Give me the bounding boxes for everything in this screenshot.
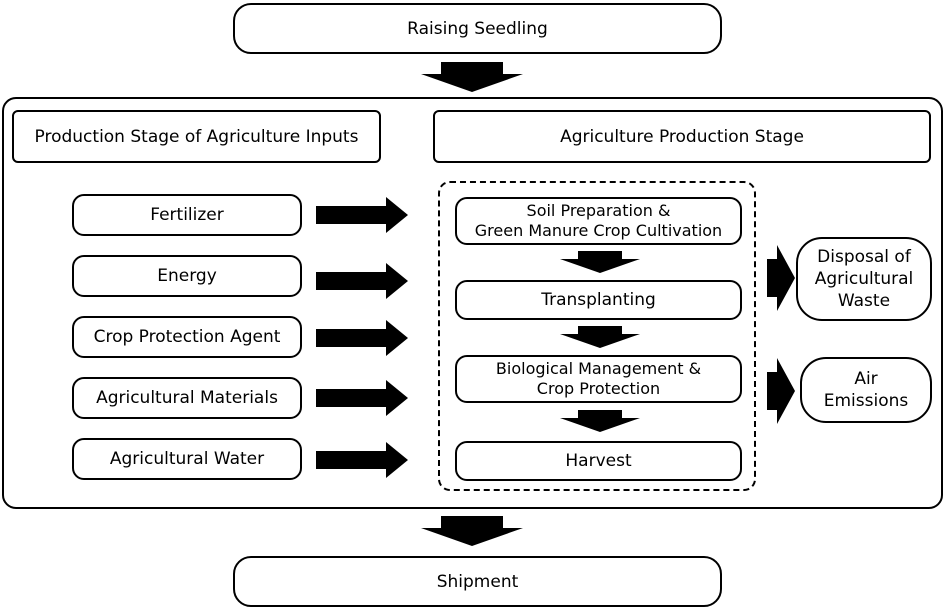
right-arrow-4-icon	[316, 380, 408, 416]
input-label: Crop Protection Agent	[93, 327, 281, 347]
input-label: Agricultural Water	[109, 449, 265, 469]
shipment-label: Shipment	[436, 571, 519, 592]
right-arrow-2-icon	[316, 263, 408, 299]
input-label: Fertilizer	[150, 205, 224, 225]
input-agricultural-materials-box: Agricultural Materials	[72, 377, 302, 419]
step-transplanting-box: Transplanting	[455, 280, 742, 320]
down-arrow-step-2-icon	[560, 326, 640, 348]
process-steps-group	[438, 181, 756, 491]
down-arrow-top-icon	[421, 62, 523, 92]
left-header-label: Production Stage of Agriculture Inputs	[34, 126, 359, 147]
output-air-emissions-box: Air Emissions	[800, 357, 932, 423]
step-label: Transplanting	[541, 290, 656, 310]
down-arrow-step-3-icon	[560, 410, 640, 432]
right-header-label: Agriculture Production Stage	[560, 126, 804, 147]
output-label: Disposal of Agricultural Waste	[814, 247, 914, 311]
down-arrow-step-1-icon	[560, 251, 640, 273]
right-arrow-5-icon	[316, 442, 408, 478]
step-label: Harvest	[565, 451, 632, 471]
raising-seedling-box: Raising Seedling	[233, 3, 722, 54]
down-arrow-bottom-icon	[421, 516, 523, 546]
right-header-box: Agriculture Production Stage	[433, 110, 931, 163]
input-agricultural-water-box: Agricultural Water	[72, 438, 302, 480]
raising-seedling-label: Raising Seedling	[407, 18, 548, 39]
right-arrow-waste-icon	[767, 245, 795, 311]
left-header-box: Production Stage of Agriculture Inputs	[12, 110, 381, 163]
input-fertilizer-box: Fertilizer	[72, 194, 302, 236]
input-label: Agricultural Materials	[96, 388, 278, 408]
step-biological-management-box: Biological Management & Crop Protection	[455, 355, 742, 403]
output-agricultural-waste-box: Disposal of Agricultural Waste	[796, 237, 932, 321]
input-energy-box: Energy	[72, 255, 302, 297]
step-label: Biological Management & Crop Protection	[495, 359, 702, 398]
step-label: Soil Preparation & Green Manure Crop Cul…	[474, 201, 723, 240]
right-arrow-emissions-icon	[767, 358, 795, 424]
step-soil-preparation-box: Soil Preparation & Green Manure Crop Cul…	[455, 197, 742, 245]
shipment-box: Shipment	[233, 556, 722, 607]
input-label: Energy	[157, 266, 217, 286]
right-arrow-1-icon	[316, 197, 408, 233]
step-harvest-box: Harvest	[455, 441, 742, 481]
output-label: Air Emissions	[823, 369, 909, 411]
input-crop-protection-box: Crop Protection Agent	[72, 316, 302, 358]
right-arrow-3-icon	[316, 320, 408, 356]
